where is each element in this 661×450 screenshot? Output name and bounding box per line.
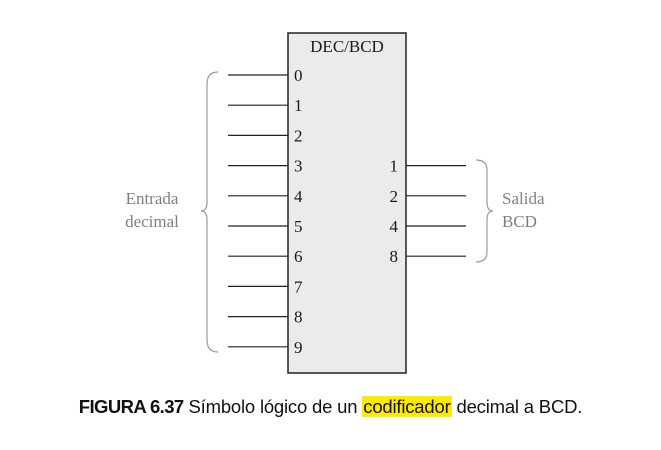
input-pin-label-7: 7 bbox=[294, 277, 303, 296]
output-brace bbox=[475, 159, 494, 263]
output-lines: 1 2 4 8 bbox=[390, 157, 466, 266]
input-pin-label-1: 1 bbox=[294, 96, 303, 115]
caption-text-after: decimal a BCD. bbox=[456, 396, 583, 417]
input-lines: 0 1 2 3 4 5 6 7 8 9 bbox=[228, 66, 303, 357]
input-group-label-line1: Entrada bbox=[126, 189, 179, 208]
input-pin-label-8: 8 bbox=[294, 308, 303, 327]
input-pin-label-4: 4 bbox=[294, 187, 303, 206]
figure-caption: FIGURA 6.37 Símbolo lógico de un codific… bbox=[0, 396, 661, 418]
figure-number: FIGURA 6.37 bbox=[78, 396, 184, 417]
output-group-label-line2: BCD bbox=[502, 212, 537, 231]
block-title: DEC/BCD bbox=[310, 37, 384, 56]
input-brace bbox=[200, 71, 219, 353]
input-pin-label-0: 0 bbox=[294, 66, 303, 85]
output-pin-label-4: 4 bbox=[390, 217, 399, 236]
input-pin-label-3: 3 bbox=[294, 157, 303, 176]
input-pin-label-2: 2 bbox=[294, 126, 303, 145]
output-group-label-line1: Salida bbox=[502, 189, 545, 208]
caption-text-before: Símbolo lógico de un bbox=[188, 396, 358, 417]
input-pin-label-5: 5 bbox=[294, 217, 303, 236]
input-group-label-line2: decimal bbox=[125, 212, 179, 231]
output-pin-label-2: 2 bbox=[390, 187, 399, 206]
input-pin-label-6: 6 bbox=[294, 247, 303, 266]
output-pin-label-8: 8 bbox=[390, 247, 399, 266]
encoder-block bbox=[287, 32, 407, 374]
input-pin-label-9: 9 bbox=[294, 338, 303, 357]
output-pin-label-1: 1 bbox=[390, 157, 399, 176]
highlighted-word: codificador bbox=[362, 396, 452, 417]
